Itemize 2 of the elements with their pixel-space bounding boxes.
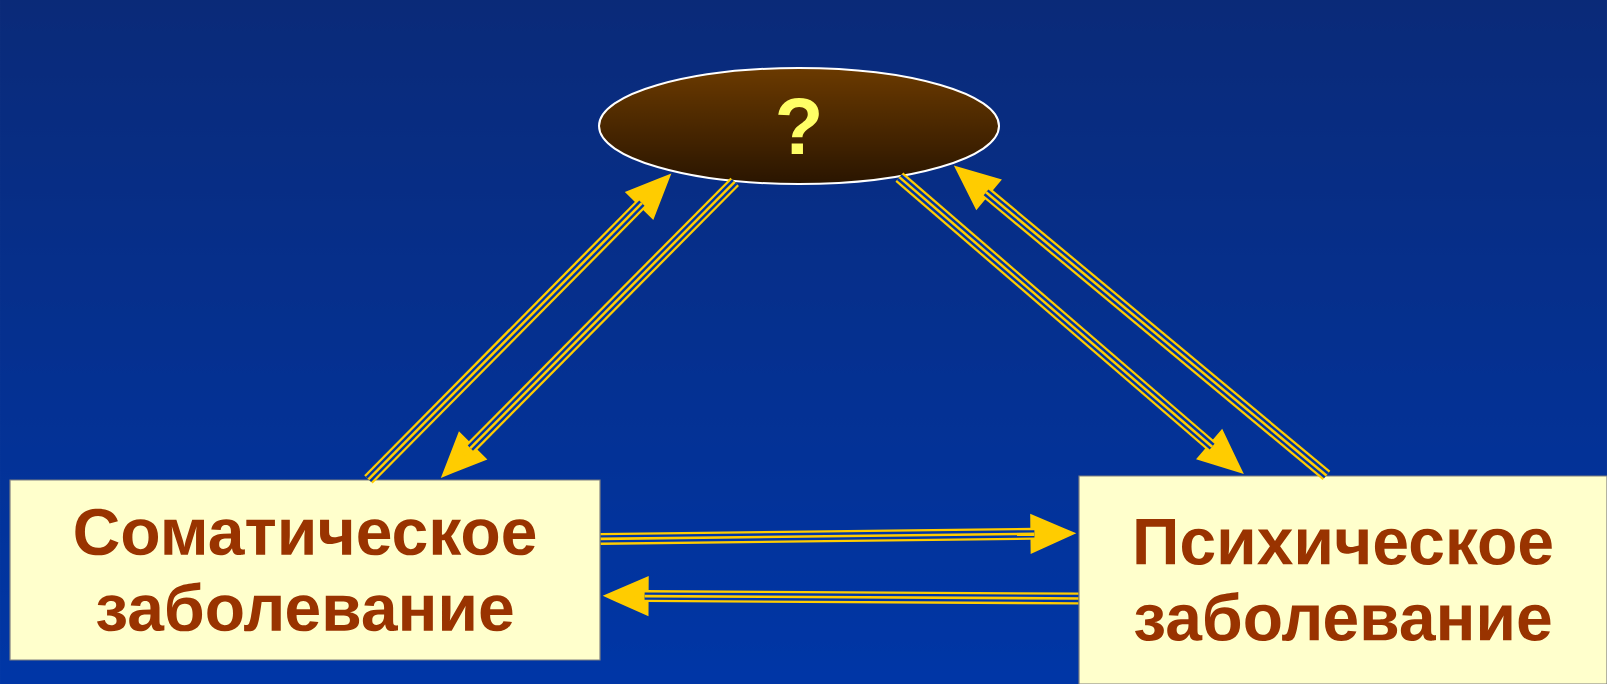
disease-box: Психическое заболевание	[1078, 475, 1607, 684]
disease-box: Соматическое заболевание	[9, 479, 601, 661]
